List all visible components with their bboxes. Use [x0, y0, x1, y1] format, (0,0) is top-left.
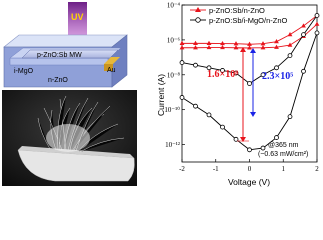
data-point-circle — [274, 135, 279, 140]
data-point-triangle — [193, 40, 198, 45]
x-tick-label: 0 — [248, 165, 252, 173]
data-point-triangle — [260, 41, 266, 46]
microwire-photo — [2, 90, 137, 186]
i-mgo-layer — [9, 57, 109, 66]
data-point-triangle — [314, 21, 320, 26]
data-point-triangle — [287, 32, 293, 37]
ceramic-boat — [17, 149, 135, 182]
data-point-triangle — [220, 44, 225, 50]
legend-marker-red-triangle — [195, 7, 201, 12]
legend: p-ZnO:Sb/n-ZnO p-ZnO:Sb/i-MgO/n-ZnO — [190, 6, 288, 25]
data-point-circle — [260, 72, 266, 78]
device-schematic: UV n-ZnO i-MgO p-ZnO:Sb MW Au — [3, 2, 128, 88]
x-tick-label: -2 — [179, 165, 185, 173]
data-point-triangle — [274, 44, 279, 49]
data-point-circle — [233, 70, 239, 76]
figure: UV n-ZnO i-MgO p-ZnO:Sb MW Au — [2, 2, 320, 187]
data-point-circle — [220, 68, 225, 73]
data-point-triangle — [247, 45, 252, 50]
data-point-circle — [260, 145, 266, 151]
au-electrode — [104, 57, 120, 64]
microwire-label: p-ZnO:Sb MW — [37, 52, 82, 59]
iv-chart: -2 -1 0 1 2 10⁻¹² 10⁻¹⁰ 10⁻⁸ 10⁻⁶ 10⁻⁴ Current (A… — [156, 2, 320, 187]
axis-ticks: -2 -1 0 1 2 10⁻¹² 10⁻¹⁰ 10⁻⁸ 10⁻⁶ 10⁻⁴ — [164, 2, 319, 174]
data-point-triangle — [287, 42, 293, 47]
intensity-label: (~0.63 mW/cm²) — [258, 151, 308, 158]
data-point-triangle — [274, 39, 279, 44]
data-point-circle — [206, 65, 212, 71]
data-point-triangle — [260, 45, 266, 50]
ratio-annotations: 1.6×10⁸ 2.3×10⁵ — [207, 47, 293, 142]
data-point-circle — [301, 32, 306, 38]
ceramic-boat-rim — [18, 146, 134, 158]
data-point-circle — [247, 147, 252, 153]
legend-label-2: p-ZnO:Sb/i-MgO/n-ZnO — [209, 16, 288, 25]
wire-bundle-core — [46, 124, 90, 152]
ratio-red-label: 1.6×10⁸ — [207, 69, 238, 80]
data-point-circle — [274, 65, 279, 71]
series-line-2-dark — [181, 32, 318, 151]
data-point-triangle — [179, 45, 185, 50]
data-point-circle — [179, 60, 185, 65]
condition-label: @365 nm — [268, 142, 299, 149]
y-axis-label: Current (A) — [156, 74, 166, 116]
microwire — [21, 49, 119, 59]
data-point-triangle — [220, 40, 225, 46]
ratio-blue-label: 2.3×10⁵ — [262, 71, 293, 82]
data-point-circle — [220, 124, 225, 130]
data-point-circle — [193, 62, 198, 68]
y-tick-label: 10⁻¹⁰ — [164, 106, 180, 114]
data-point-circle — [314, 13, 320, 18]
substrate-label: n-ZnO — [48, 77, 68, 84]
x-tick-label: -1 — [213, 165, 219, 173]
data-point-circle — [314, 30, 320, 36]
data-point-circle — [247, 81, 252, 86]
y-tick-label: 10⁻⁴ — [167, 2, 181, 10]
insulator-label: i-MgO — [14, 68, 34, 75]
n-zno-top — [3, 34, 128, 48]
data-point-circle — [193, 103, 198, 109]
data-point-triangle — [193, 45, 198, 50]
data-point-circle — [287, 114, 293, 120]
uv-label: UV — [71, 12, 84, 22]
series-layer — [179, 12, 320, 153]
data-point-circle — [233, 136, 239, 142]
data-point-circle — [301, 68, 306, 74]
data-point-circle — [179, 95, 185, 100]
y-tick-label: 10⁻⁸ — [167, 71, 181, 79]
legend-label-1: p-ZnO:Sb/n-ZnO — [209, 6, 265, 15]
x-tick-label: 2 — [315, 165, 319, 173]
electrode-label: Au — [107, 67, 116, 74]
y-tick-label: 10⁻¹² — [165, 141, 180, 149]
data-point-triangle — [233, 41, 239, 46]
data-point-triangle — [247, 41, 252, 46]
data-point-triangle — [301, 23, 306, 28]
data-point-triangle — [206, 44, 212, 50]
y-tick-label: 10⁻⁶ — [167, 36, 181, 44]
data-point-triangle — [179, 40, 185, 45]
data-point-circle — [287, 53, 293, 58]
au-electrode-front — [104, 64, 113, 71]
legend-marker-black-circle — [195, 17, 201, 23]
data-point-triangle — [233, 45, 239, 50]
data-point-triangle — [206, 40, 212, 45]
x-tick-label: 1 — [282, 165, 286, 173]
data-point-circle — [206, 112, 212, 118]
x-axis-label: Voltage (V) — [228, 177, 270, 187]
